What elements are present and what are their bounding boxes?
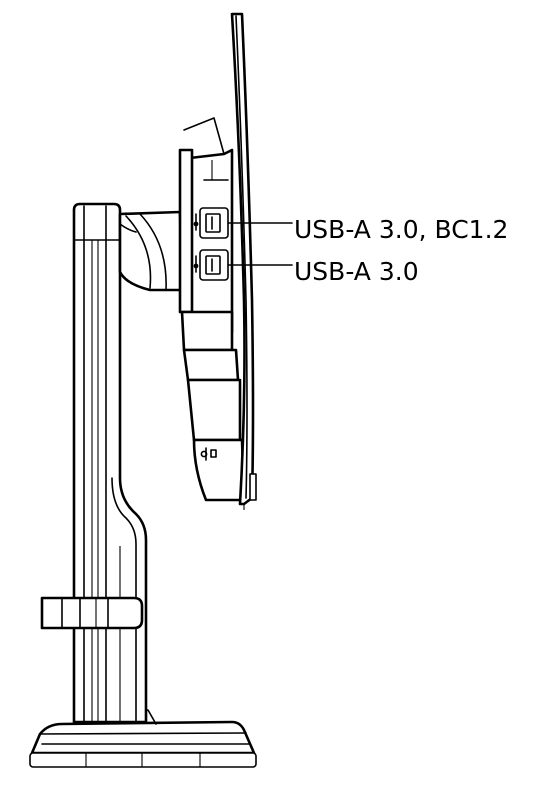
usb-port-2: [199, 249, 229, 281]
stand-hinge: [118, 210, 184, 292]
cable-clip: [40, 596, 144, 630]
usb-port-1: [199, 207, 229, 239]
usb-icon-1: [193, 213, 199, 231]
display-panel: [230, 12, 257, 510]
stand-column: [72, 202, 148, 724]
usb-icon-2: [193, 255, 199, 273]
callout-leaders: [227, 222, 293, 266]
callout-label-1: USB-A 3.0, BC1.2: [294, 215, 508, 244]
rear-housing: [178, 117, 246, 502]
callout-label-2: USB-A 3.0: [294, 257, 419, 286]
